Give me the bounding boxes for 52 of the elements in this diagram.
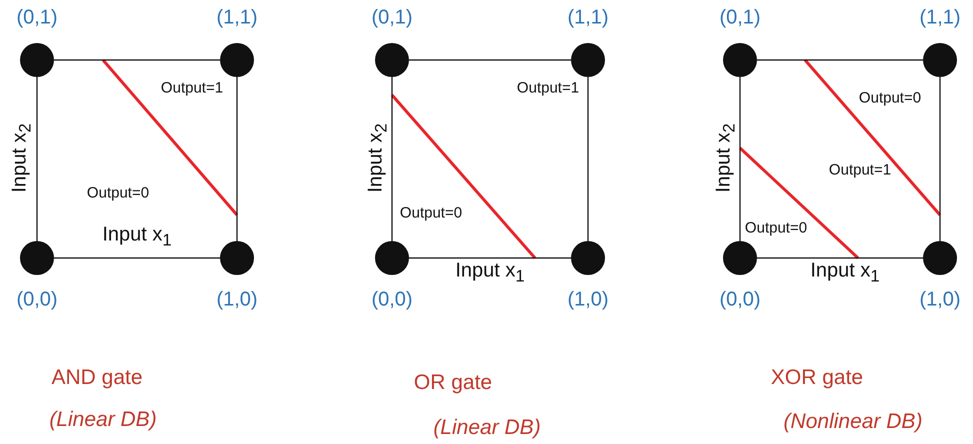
square-side-line: [236, 77, 238, 241]
vertex-dot: [20, 43, 54, 77]
square-side-line: [939, 77, 941, 241]
square-side-line: [587, 77, 589, 241]
boundary-type-label: (Linear DB): [49, 408, 157, 432]
region-label: Output=0: [86, 184, 150, 202]
vertex-dot: [571, 241, 605, 275]
coordinate-label: (1,1): [567, 6, 609, 30]
vertex-dot: [571, 43, 605, 77]
square-side-line: [54, 257, 220, 259]
region-label: Output=1: [516, 80, 580, 96]
gate-title: XOR gate: [770, 366, 864, 390]
vertex-dot: [220, 43, 254, 77]
vertex-dot: [375, 241, 409, 275]
square-side-line: [757, 257, 923, 259]
square-side-line: [757, 59, 923, 61]
region-label: Output=1: [828, 162, 892, 178]
vertex-dot: [923, 43, 957, 77]
coordinate-label: (0,0): [371, 288, 413, 312]
square-side-line: [54, 59, 220, 61]
coordinate-label: (0,0): [16, 288, 58, 312]
vertex-dot: [723, 43, 757, 77]
axis-label: Input x$_{1}$: [102, 224, 172, 250]
gate-title: OR gate: [414, 371, 492, 395]
vertex-dot: [923, 241, 957, 275]
region-label: Output=0: [400, 204, 462, 222]
region-label: Output=1: [160, 80, 224, 96]
boundary-type-label: (Nonlinear DB): [784, 410, 922, 434]
coordinate-label: (1,1): [216, 6, 258, 30]
coordinate-label: (0,1): [16, 6, 58, 30]
gate-title: AND gate: [51, 366, 143, 390]
boundary-type-label: (Linear DB): [433, 416, 541, 440]
square-side-line: [409, 59, 571, 61]
square-side-line: [391, 77, 393, 241]
axis-label: Input x$_{1}$: [810, 260, 880, 286]
square-side-line: [36, 77, 38, 241]
coordinate-label: (1,0): [567, 288, 609, 312]
coordinate-label: (1,0): [919, 288, 961, 312]
coordinate-label: (0,0): [719, 288, 761, 312]
region-label: Output=0: [858, 90, 922, 106]
coordinate-label: (0,1): [719, 6, 761, 30]
axis-label: Input x$_{1}$: [455, 260, 525, 286]
vertex-dot: [20, 241, 54, 275]
vertex-dot: [220, 241, 254, 275]
square-side-line: [409, 257, 571, 259]
coordinate-label: (1,0): [216, 288, 258, 312]
vertex-dot: [375, 43, 409, 77]
square-side-line: [739, 77, 741, 241]
region-label: Output=0: [744, 220, 808, 236]
coordinate-label: (1,1): [919, 6, 961, 30]
vertex-dot: [723, 241, 757, 275]
coordinate-label: (0,1): [371, 6, 413, 30]
